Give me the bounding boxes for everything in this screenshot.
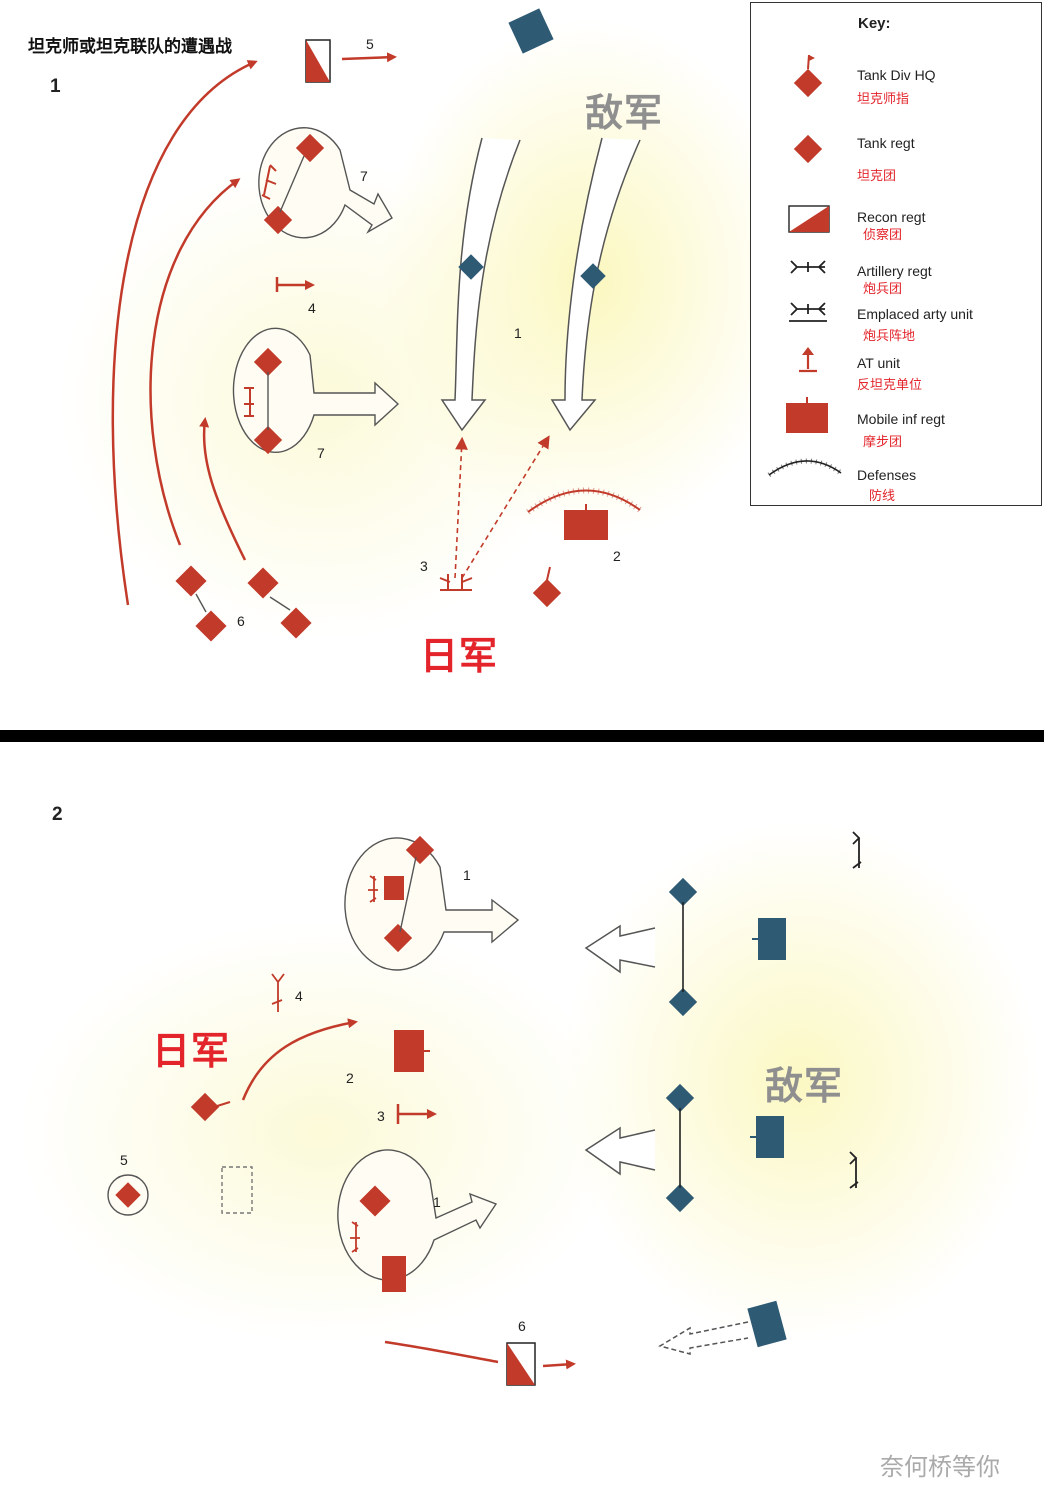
panel-2-number: 2 xyxy=(52,804,63,825)
recon-approach-line xyxy=(384,1340,499,1364)
enemy-label: 敌军 xyxy=(765,1064,844,1108)
at-unit-4 xyxy=(275,277,315,292)
flank-arrow-outer xyxy=(111,60,258,606)
japan-label: 日军 xyxy=(420,634,499,678)
label-1-upper: 1 xyxy=(463,867,471,883)
label-5: 5 xyxy=(366,36,374,52)
at-unit-3 xyxy=(396,1104,437,1124)
emplaced-arty-3 xyxy=(439,574,473,591)
label-7-lower: 7 xyxy=(317,445,325,461)
label-3: 3 xyxy=(420,558,428,574)
reserve-group-6 xyxy=(175,565,312,642)
label-6: 6 xyxy=(518,1318,526,1334)
mobile-inf-regt-2 xyxy=(564,510,608,540)
fire-line-2 xyxy=(461,435,550,579)
label-5: 5 xyxy=(120,1152,128,1168)
label-3: 3 xyxy=(377,1108,385,1124)
defenses-icon xyxy=(767,458,843,478)
key-item-en: Mobile inf regt xyxy=(857,411,945,427)
key-item-en: Emplaced arty unit xyxy=(857,306,973,322)
group-1-upper xyxy=(344,835,520,971)
panel-1-number: 1 xyxy=(50,76,61,97)
enemy-mobile-unit xyxy=(508,8,554,54)
key-item-cn: 坦克师指 xyxy=(857,92,910,107)
legend-icons xyxy=(767,54,843,478)
label-1-lower: 1 xyxy=(433,1194,441,1210)
group-7-lower xyxy=(232,327,400,455)
label-2: 2 xyxy=(346,1070,354,1086)
enemy-advance-arrow-right xyxy=(550,137,641,432)
enemy-recon-unit xyxy=(747,1300,787,1348)
key-item-en: Artillery regt xyxy=(857,263,932,279)
legend-key: Key: Tank Div HQ 坦克师指 Tank regt 坦克团 Reco… xyxy=(750,2,1042,506)
panel-2-diagram xyxy=(107,831,862,1386)
recon-regt-6 xyxy=(506,1342,536,1386)
label-7-upper: 7 xyxy=(360,168,368,184)
enemy-formation-lower xyxy=(665,1083,859,1213)
panel-1: 坦克师或坦克联队的遭遇战 1 敌军 日军 5 7 4 7 1 3 2 6 xyxy=(0,0,1044,730)
watermark: 奈何桥等你 xyxy=(880,1453,1000,1481)
recon-regt-symbol xyxy=(305,39,331,83)
recon-regt-icon xyxy=(788,205,830,233)
label-6: 6 xyxy=(237,613,245,629)
key-item-cn: 摩步团 xyxy=(863,435,903,450)
key-item-en: AT unit xyxy=(857,355,901,371)
group-1-lower xyxy=(337,1149,498,1292)
key-item-cn: 侦察团 xyxy=(863,228,903,243)
enemy-arrow-lower xyxy=(584,1126,656,1176)
key-item-cn: 坦克团 xyxy=(857,169,897,184)
diagram-title: 坦克师或坦克联队的遭遇战 xyxy=(28,37,232,57)
enemy-advance-arrow-left xyxy=(440,137,521,432)
tank-div-hq-icon xyxy=(793,54,823,98)
enemy-label: 敌军 xyxy=(585,91,664,135)
panel-separator xyxy=(0,730,1044,742)
group-7-upper xyxy=(258,127,393,239)
key-item-en: Tank Div HQ xyxy=(857,67,936,83)
label-1: 1 xyxy=(514,325,522,341)
flank-arrow-middle xyxy=(149,178,241,546)
recon-arrow-6 xyxy=(542,1359,576,1370)
defenses-line xyxy=(527,489,641,513)
key-item-cn: 防线 xyxy=(869,489,896,504)
mobile-inf-regt-2 xyxy=(394,1030,424,1072)
label-2: 2 xyxy=(613,548,621,564)
key-title: Key: xyxy=(858,15,891,32)
tank-regt-icon xyxy=(793,134,823,164)
artillery-4 xyxy=(271,973,285,1012)
enemy-arrow-upper xyxy=(584,924,656,974)
tank-div-hq-left xyxy=(190,1092,231,1122)
artillery-regt-icon xyxy=(790,260,826,274)
label-4: 4 xyxy=(295,988,303,1004)
panel-2: 2 敌军 日军 1 4 2 3 5 1 6 xyxy=(0,742,1044,1496)
enemy-formation-upper xyxy=(668,831,862,1017)
mobile-inf-icon xyxy=(786,397,828,433)
japan-label: 日军 xyxy=(152,1029,231,1073)
key-item-cn: 炮兵阵地 xyxy=(863,329,916,344)
panel-1-diagram xyxy=(111,8,642,642)
key-item-en: Recon regt xyxy=(857,209,926,225)
fire-line-1 xyxy=(454,436,468,579)
key-item-en: Tank regt xyxy=(857,135,915,151)
reserve-circle-5 xyxy=(107,1174,149,1216)
key-item-cn: 炮兵团 xyxy=(863,282,903,297)
key-item-en: Defenses xyxy=(857,467,917,483)
key-item-cn: 反坦克单位 xyxy=(857,378,923,393)
advance-arrow-2 xyxy=(241,1018,358,1101)
arrow-5 xyxy=(341,52,397,63)
at-unit-icon xyxy=(799,347,817,373)
flank-arrow-inner xyxy=(199,417,247,561)
vacated-position xyxy=(221,1166,253,1214)
enemy-recon-arrow xyxy=(658,1321,749,1355)
emplaced-arty-icon xyxy=(789,302,827,322)
label-4: 4 xyxy=(308,300,316,316)
tank-div-hq-bottom xyxy=(532,566,562,608)
